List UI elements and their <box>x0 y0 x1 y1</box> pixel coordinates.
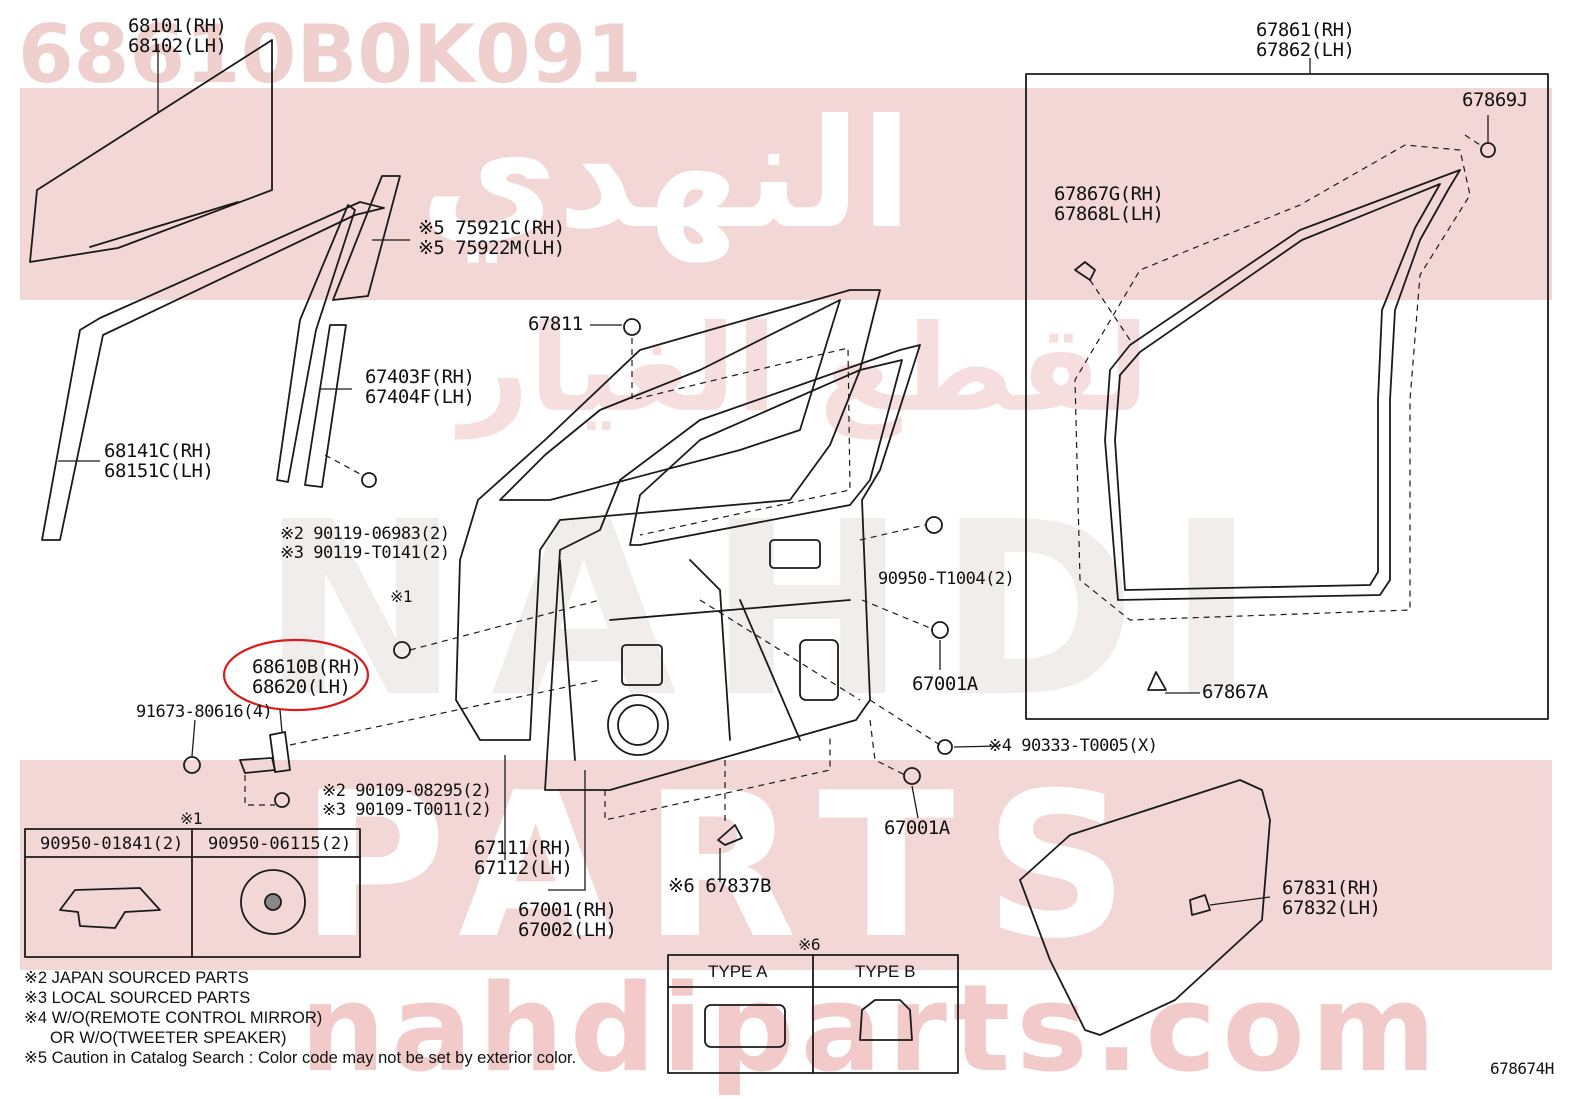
label-67862: 67862(LH) <box>1256 39 1355 61</box>
moulding-75921 <box>332 175 401 301</box>
label-90119-local: ※3 90119-T0141(2) <box>280 543 450 563</box>
bolt-91673 <box>183 756 201 774</box>
table6-col1: TYPE A <box>708 962 768 981</box>
plug-90950-06115 <box>240 869 306 935</box>
label-91673: 91673-80616(4) <box>136 702 273 722</box>
clip-67001a-2 <box>903 767 921 785</box>
door-glass <box>29 39 273 263</box>
label-90119-jp: ※2 90119-06983(2) <box>280 524 450 544</box>
label-67832: 67832(LH) <box>1282 897 1381 919</box>
run-channel-rear <box>276 204 356 483</box>
run-channel-front <box>41 201 385 541</box>
watermark-arabic-top: النهدي <box>420 88 913 262</box>
clip-x1 <box>393 641 411 659</box>
note-remote-mirror: ※4 W/O(REMOTE CONTROL MIRROR) <box>24 1009 323 1027</box>
watermark-parts: PARTS <box>300 750 1159 983</box>
label-67112: 67112(LH) <box>474 857 573 879</box>
speaker-hole <box>607 694 669 756</box>
label-67868: 67868L(LH) <box>1054 203 1164 225</box>
note-japan: ※2 JAPAN SOURCED PARTS <box>24 969 249 987</box>
door-inner-frame <box>544 344 921 791</box>
figure-code: 678674H <box>1490 1059 1554 1078</box>
glass-lower-channel <box>89 201 239 248</box>
clip-67869j <box>1480 142 1496 158</box>
table1-title: ※1 <box>180 809 203 828</box>
label-67404: 67404F(LH) <box>365 386 475 408</box>
clip-90950-01841 <box>59 887 161 929</box>
label-67811: 67811 <box>528 313 583 335</box>
door-outer-window <box>499 299 841 501</box>
clip-90950 <box>925 516 943 534</box>
weatherstrip <box>1104 169 1461 601</box>
watermark-nahdi: NAHDI <box>260 470 1286 750</box>
label-75922: ※5 75922M(LH) <box>418 237 565 259</box>
note-local: ※3 LOCAL SOURCED PARTS <box>24 989 251 1007</box>
service-hole-1 <box>621 644 663 686</box>
highlight-circle <box>222 638 370 712</box>
label-67001: 67001(RH) <box>518 899 617 921</box>
plug-90333 <box>937 739 953 755</box>
label-68610: 68610B(RH) <box>252 656 362 678</box>
label-68141: 68141C(RH) <box>104 440 214 462</box>
clip-type-b <box>859 999 913 1041</box>
label-68151: 68151C(LH) <box>104 460 214 482</box>
table6-title: ※6 <box>798 935 821 954</box>
label-90950: 90950-T1004(2) <box>878 569 1015 589</box>
label-68620: 68620(LH) <box>252 676 351 698</box>
label-67111: 67111(RH) <box>474 837 573 859</box>
clip-type-a <box>704 1004 786 1048</box>
clip-67867g <box>1074 261 1096 281</box>
label-67002: 67002(LH) <box>518 919 617 941</box>
door-check <box>269 731 291 773</box>
label-67001a-lower: 67001A <box>884 817 950 839</box>
label-67869: 67869J <box>1462 89 1528 111</box>
label-x1: ※1 <box>390 587 413 606</box>
label-90333: ※4 90333-T0005(X) <box>988 736 1158 756</box>
label-67831: 67831(RH) <box>1282 877 1381 899</box>
note-tweeter: OR W/O(TWEETER SPEAKER) <box>50 1029 287 1047</box>
label-67001a-upper: 67001A <box>912 673 978 695</box>
weatherstrip-box <box>1025 73 1549 720</box>
watermark-site: nahdiparts.com <box>300 960 1442 1099</box>
label-67837: ※6 67837B <box>668 875 771 897</box>
bolt-90119 <box>361 472 377 488</box>
division-bar-67403 <box>304 324 347 488</box>
watermark-band-top <box>20 88 1552 300</box>
table6-col2: TYPE B <box>855 962 916 981</box>
label-75921: ※5 75921C(RH) <box>418 217 565 239</box>
clip-67867a <box>1147 671 1167 691</box>
table1-col1: 90950-01841(2) <box>40 834 184 854</box>
label-67861: 67861(RH) <box>1256 19 1355 41</box>
clip-67837 <box>717 824 743 846</box>
clip-67811 <box>623 318 641 336</box>
clip-67001a-1 <box>931 621 949 639</box>
label-90109-jp: ※2 90109-08295(2) <box>322 781 492 801</box>
watermark-band-bottom <box>20 760 1552 970</box>
label-90109-local: ※3 90109-T0011(2) <box>322 800 492 820</box>
service-hole-cover <box>1019 779 1271 1036</box>
bolt-90109 <box>274 792 290 808</box>
regulator-rail <box>689 559 731 741</box>
label-68101: 68101(RH) <box>128 15 227 37</box>
label-67867g: 67867G(RH) <box>1054 183 1164 205</box>
label-68102: 68102(LH) <box>128 35 227 57</box>
label-67403: 67403F(RH) <box>365 366 475 388</box>
door-inner-window <box>629 359 903 546</box>
note-caution: ※5 Caution in Catalog Search : Color cod… <box>24 1049 577 1067</box>
table1-col2: 90950-06115(2) <box>208 834 352 854</box>
watermark-part-number: 68610B0K091 <box>18 8 642 101</box>
label-67867a: 67867A <box>1202 681 1268 703</box>
service-hole-2 <box>769 539 821 569</box>
